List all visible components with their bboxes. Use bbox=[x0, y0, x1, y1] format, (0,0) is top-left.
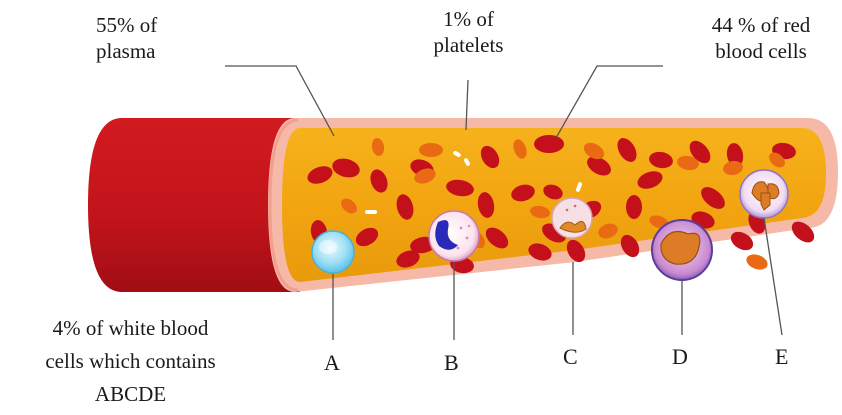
plasma-label: 55% of plasma bbox=[96, 12, 157, 64]
red-blood-cell bbox=[626, 195, 642, 219]
white-cell-c bbox=[552, 198, 592, 238]
letter-d: D bbox=[672, 344, 688, 370]
white-cell-e bbox=[740, 170, 788, 218]
platelets-label-line-2: platelets bbox=[416, 32, 521, 58]
letter-c: C bbox=[563, 344, 578, 370]
white-cell-b bbox=[429, 211, 479, 261]
white-cells-label-line-2: cells which contains bbox=[8, 345, 253, 378]
white-cell-a bbox=[312, 231, 354, 273]
platelets-label-line-1: 1% of bbox=[416, 6, 521, 32]
plasma-cell bbox=[419, 143, 443, 157]
plasma-label-line-2: plasma bbox=[96, 38, 157, 64]
white-cells-label-line-3: ABCDE bbox=[8, 378, 253, 411]
letter-a: A bbox=[324, 350, 340, 376]
red-cells-label-line-1: 44 % of red bbox=[686, 12, 836, 38]
white-cell-d bbox=[652, 220, 712, 280]
letter-e: E bbox=[775, 344, 788, 370]
plasma-cell bbox=[744, 252, 769, 273]
white-cells-label: 4% of white blood cells which contains A… bbox=[8, 312, 253, 411]
red-cells-label-line-2: blood cells bbox=[686, 38, 836, 64]
red-cells-label: 44 % of red blood cells bbox=[686, 12, 836, 64]
red-blood-cell bbox=[534, 135, 564, 153]
platelets-label: 1% of platelets bbox=[416, 6, 521, 58]
letter-b: B bbox=[444, 350, 459, 376]
white-cells-label-line-1: 4% of white blood bbox=[8, 312, 253, 345]
plasma-label-line-1: 55% of bbox=[96, 12, 157, 38]
